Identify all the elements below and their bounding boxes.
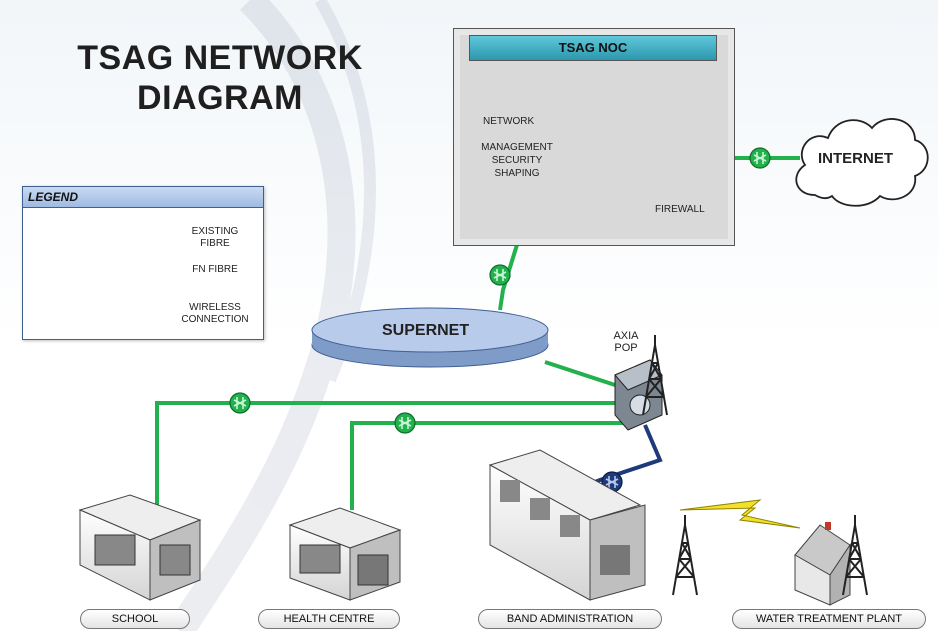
legend-title: LEGEND [23, 187, 263, 208]
title-line-1: TSAG NETWORK [77, 39, 363, 77]
firewall-label: FIREWALL [655, 204, 705, 215]
noc-shaping-label: SHAPING [494, 168, 540, 179]
supernet-label: SUPERNET [382, 322, 470, 339]
fibre-node-icon [749, 147, 771, 169]
diagram-title: TSAG NETWORK DIAGRAM [70, 38, 370, 118]
band-admin-tower-icon [672, 514, 698, 596]
title-line-2: DIAGRAM [137, 79, 303, 117]
internet-cloud-icon [795, 118, 929, 207]
supernet-disc [311, 307, 549, 368]
noc-security-label: SECURITY [491, 155, 543, 166]
legend-wireless-label: WIRELESS CONNECTION [181, 302, 249, 325]
legend-existing-fibre-label: EXISTING FIBRE [191, 226, 239, 249]
fibre-node-icon [229, 392, 251, 414]
wireless-bolt-icon [679, 499, 801, 529]
site-label-water-treatment-plant: WATER TREATMENT PLANT [732, 609, 926, 629]
axia-pop-device-icon [614, 359, 663, 431]
health-centre-building-icon [288, 507, 402, 601]
noc-panel [453, 28, 735, 246]
internet-label: INTERNET [818, 150, 893, 167]
noc-management-label: MANAGEMENT [481, 142, 553, 153]
water-treatment-plant-icon [794, 522, 851, 606]
site-label-band-administration: BAND ADMINISTRATION [478, 609, 662, 629]
site-label-health-centre: HEALTH CENTRE [258, 609, 400, 629]
noc-network-label: NETWORK [483, 116, 535, 127]
fibre-node-icon [489, 264, 511, 286]
axia-pop-label: AXIA POP [613, 330, 639, 354]
legend-panel: LEGEND [22, 186, 264, 340]
school-building-icon [78, 494, 202, 601]
noc-title: TSAG NOC [469, 35, 717, 61]
legend-fn-fibre-label: FN FIBRE [192, 264, 238, 275]
fibre-node-icon [394, 412, 416, 434]
band-administration-building-icon [488, 449, 646, 601]
site-label-school: SCHOOL [80, 609, 190, 629]
